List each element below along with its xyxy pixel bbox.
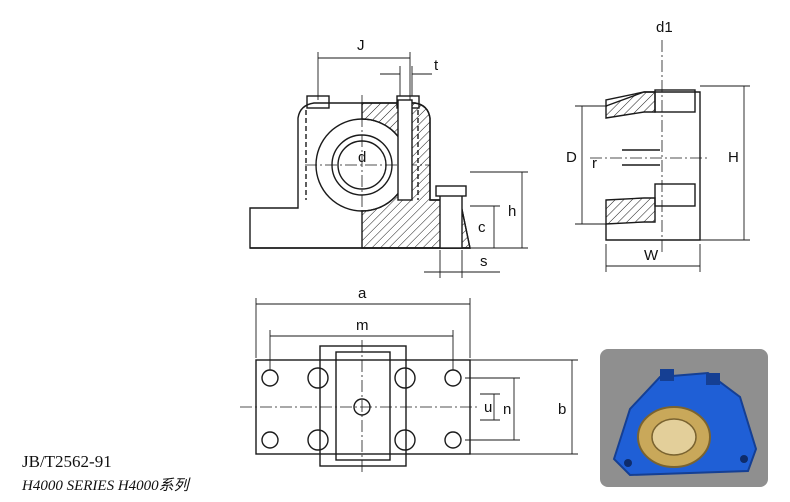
cap-bolt xyxy=(397,99,413,201)
top-view xyxy=(240,340,480,475)
side-view xyxy=(590,40,710,255)
label-u: u xyxy=(484,399,492,416)
label-s: s xyxy=(480,253,488,270)
label-H: H xyxy=(728,149,739,166)
front-dimensions xyxy=(317,52,528,278)
standard-code: JB/T2562-91 xyxy=(22,452,112,471)
label-t: t xyxy=(434,57,439,74)
side-section-top xyxy=(605,91,656,119)
series-caption: H4000 SERIES H4000系列 xyxy=(22,478,189,494)
label-r: r xyxy=(592,155,597,172)
label-J: J xyxy=(357,37,365,54)
label-b: b xyxy=(558,401,566,418)
side-section-bottom xyxy=(605,197,656,225)
top-dimensions xyxy=(255,298,578,455)
label-d1: d1 xyxy=(656,19,673,36)
label-n: n xyxy=(503,401,511,418)
label-D: D xyxy=(566,149,577,166)
label-d: d xyxy=(358,149,366,166)
label-c: c xyxy=(478,219,486,236)
foot-bolt xyxy=(439,193,463,249)
product-photo xyxy=(600,349,768,487)
label-W: W xyxy=(644,247,659,264)
side-dimensions xyxy=(575,85,750,272)
label-m: m xyxy=(356,317,369,334)
label-h: h xyxy=(508,203,516,220)
label-a: a xyxy=(358,285,367,302)
